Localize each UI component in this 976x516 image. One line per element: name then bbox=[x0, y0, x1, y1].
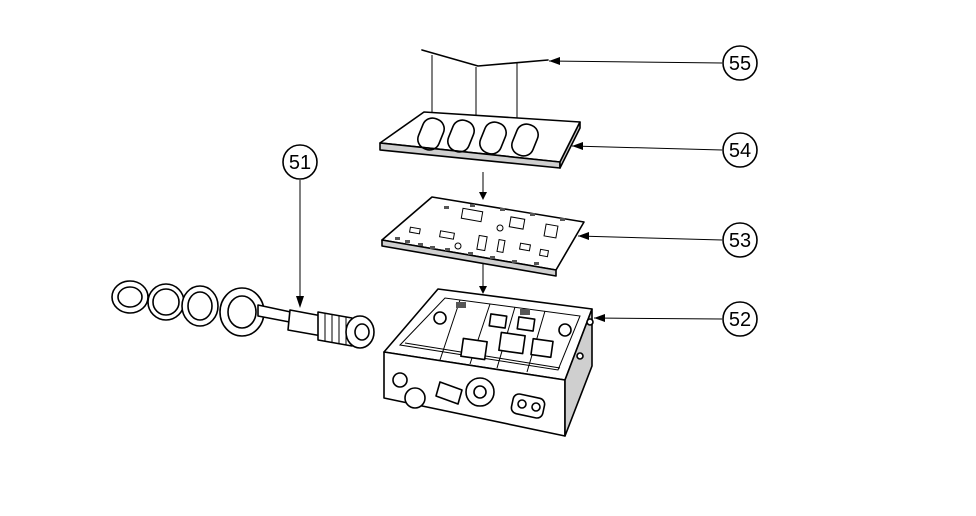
callout-51: 51 bbox=[282, 144, 318, 180]
part-54-slotted-cover bbox=[379, 111, 581, 169]
part-53-circuit-board bbox=[381, 196, 585, 277]
part-52-switch-housing bbox=[383, 288, 594, 437]
callout-53-label: 53 bbox=[729, 230, 751, 252]
callout-54-label: 54 bbox=[729, 140, 751, 162]
callout-55-label: 55 bbox=[729, 53, 751, 75]
callout-55: 55 bbox=[722, 45, 758, 81]
part-51-selector-shaft bbox=[111, 280, 375, 349]
callout-51-label: 51 bbox=[289, 152, 311, 174]
callout-54: 54 bbox=[722, 132, 758, 168]
callout-52: 52 bbox=[722, 301, 758, 337]
callout-53: 53 bbox=[722, 222, 758, 258]
callout-52-label: 52 bbox=[729, 309, 751, 331]
callout-leaders bbox=[296, 57, 723, 322]
